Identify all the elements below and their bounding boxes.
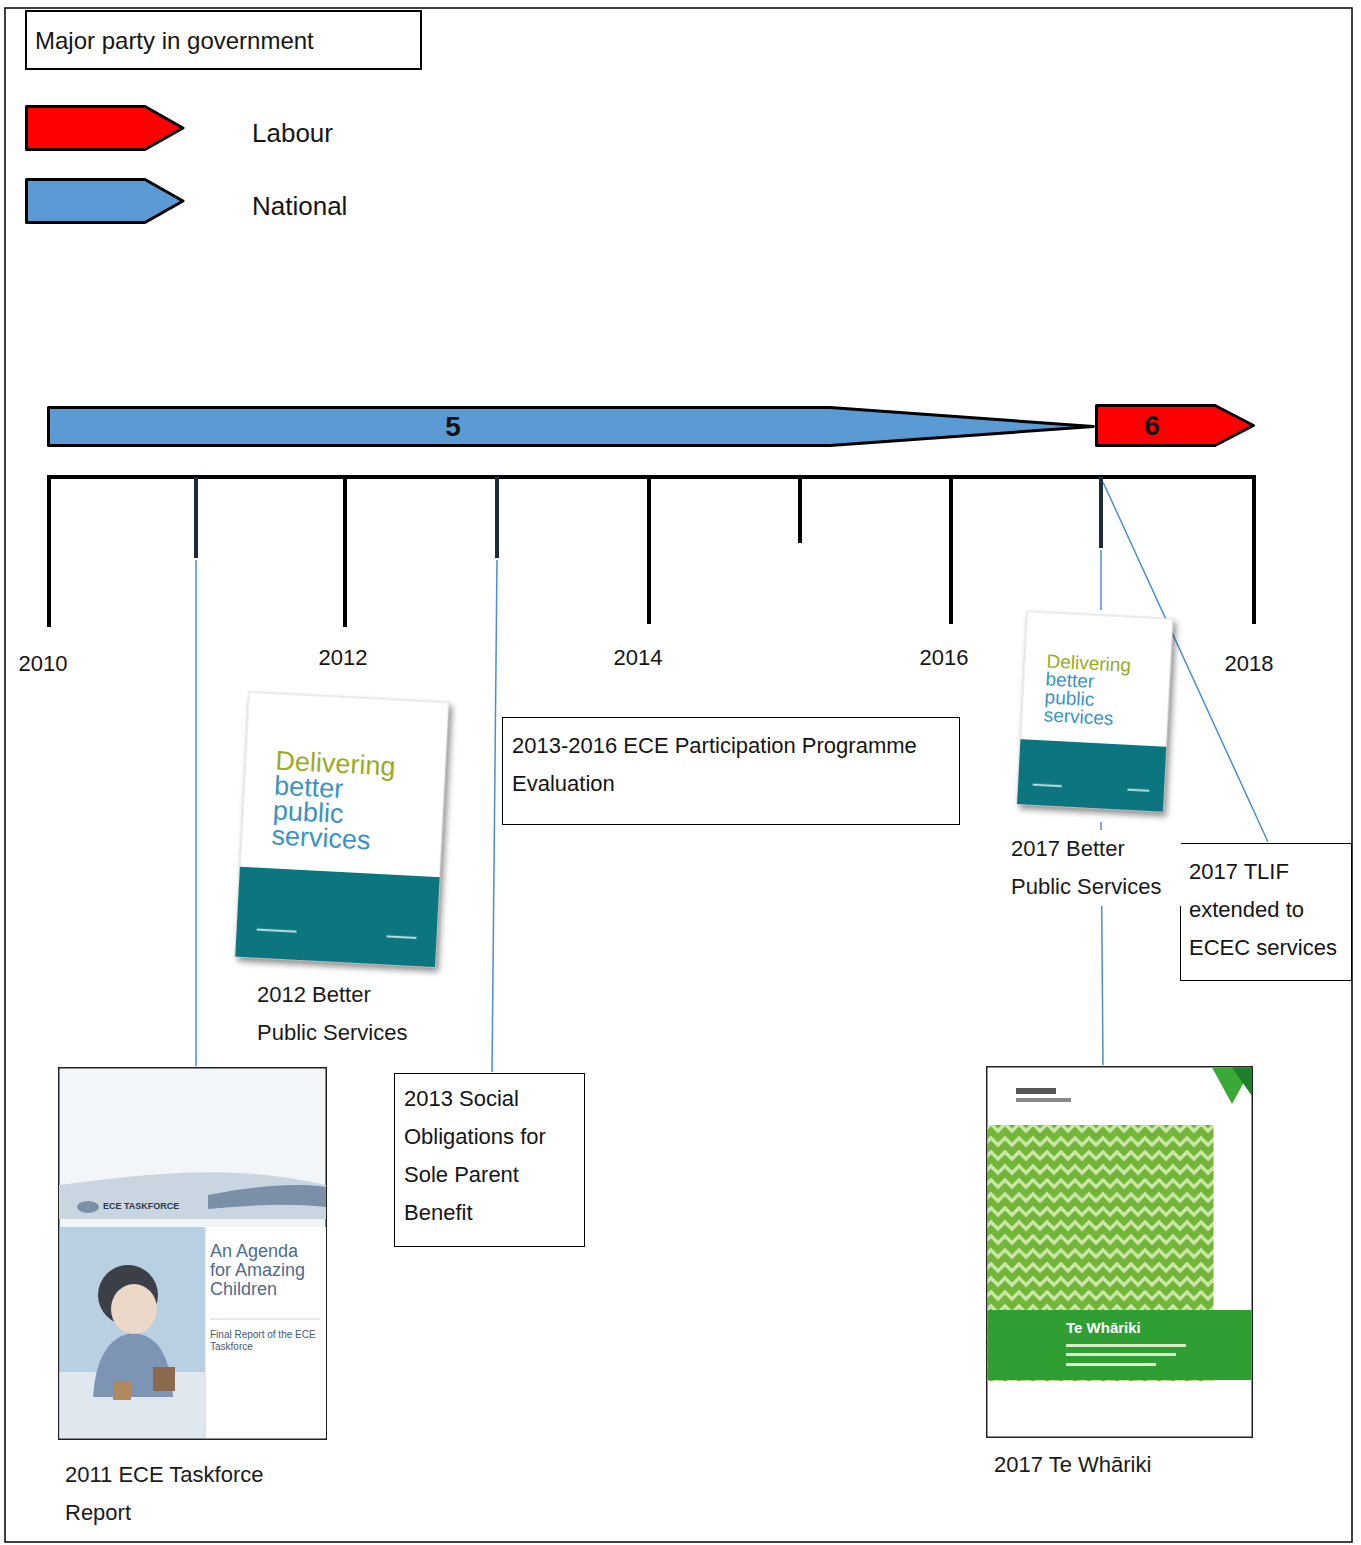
cover-corner <box>1232 1068 1252 1097</box>
arrow-body <box>1097 406 1254 446</box>
year-tick <box>798 477 802 543</box>
cover-title: Te Whāriki <box>1066 1319 1253 1337</box>
cover-title: Delivering better public services <box>271 748 411 855</box>
cover-logo <box>1016 1098 1071 1102</box>
cover-panel <box>205 1227 326 1438</box>
cover-logo <box>1016 1088 1056 1094</box>
legend-item: National <box>25 178 347 224</box>
policy-box: 2017 TLIF extended to ECEC services <box>1180 843 1352 981</box>
legend-label: National <box>252 181 347 221</box>
term-number: 5 <box>433 406 473 447</box>
cover-wing <box>208 1185 326 1209</box>
year-label: 2010 <box>0 650 88 678</box>
year-tick <box>1252 477 1256 624</box>
cover-page <box>235 692 449 967</box>
cover-caption: 2017 Te Whāriki <box>994 1446 1234 1484</box>
cover-illustration <box>986 1066 1253 1438</box>
toy-block <box>113 1382 131 1400</box>
toy-block <box>153 1367 175 1391</box>
cover-band <box>235 867 439 967</box>
cover-logo-text: ECE TASKFORCE <box>103 1201 327 1212</box>
year-tick <box>194 477 198 558</box>
year-tick <box>47 477 51 627</box>
cover-corner <box>1212 1068 1252 1105</box>
cover-title: Delivering better public services <box>1043 652 1143 729</box>
cover-frame: Te Whāriki <box>986 1066 1253 1438</box>
cover-page <box>1017 611 1173 811</box>
legend-label: Labour <box>252 108 333 148</box>
cover-mark <box>1066 1363 1156 1366</box>
cover-page <box>59 1068 327 1440</box>
cover-subtitle: Final Report of the ECE Taskforce <box>210 1329 320 1353</box>
report-cover: Te Whāriki 2017 Te Whāriki <box>986 1066 1253 1484</box>
year-label: 2014 <box>593 644 683 672</box>
cover-mark <box>1127 789 1149 792</box>
cover-mark <box>1066 1353 1176 1356</box>
cover-frame: Delivering better public services <box>235 692 449 967</box>
cover-caption: 2017 Better Public Services <box>1011 830 1181 906</box>
year-tick <box>1099 477 1103 548</box>
report-cover: Delivering better public services 2012 Be… <box>242 697 447 1052</box>
cover-frame: ECE TASKFORCE An Agenda for Amazing Child… <box>58 1067 327 1440</box>
cover-mark <box>257 929 297 933</box>
legend-heading-box: Major party in government <box>25 10 422 70</box>
policy-box: 2013-2016 ECE Participation Programme Ev… <box>502 717 960 825</box>
legend-item: Labour <box>25 105 333 151</box>
cover-frame: Delivering better public services <box>1017 611 1173 811</box>
cover-band <box>1017 739 1166 812</box>
leader-line <box>195 560 197 1066</box>
year-label: 2012 <box>298 644 388 672</box>
arrow-shape <box>1095 404 1255 447</box>
legend-swatch <box>27 107 184 150</box>
timeline-axis <box>47 475 1256 479</box>
year-tick <box>343 477 347 627</box>
cover-caption: 2011 ECE Taskforce Report <box>65 1456 295 1532</box>
arrow-shape <box>47 406 1095 447</box>
legend-heading: Major party in government <box>35 24 412 58</box>
cover-logo <box>77 1201 99 1213</box>
policy-text: 2013 Social Obligations for Sole Parent … <box>404 1080 575 1232</box>
cover-mark <box>386 935 416 939</box>
policy-text: 2013-2016 ECE Participation Programme Ev… <box>512 727 950 803</box>
report-cover: ECE TASKFORCE An Agenda for Amazing Child… <box>58 1067 327 1532</box>
term-number: 6 <box>1132 404 1172 447</box>
leader-line <box>492 560 497 1072</box>
cover-mark <box>1066 1344 1186 1347</box>
panel-rule <box>210 1319 320 1320</box>
cover-photo <box>60 1227 206 1438</box>
child-face <box>111 1284 157 1334</box>
panel-rule <box>205 1227 206 1438</box>
policy-box: 2013 Social Obligations for Sole Parent … <box>394 1073 585 1247</box>
outer-frame <box>5 8 1352 1542</box>
legend-swatch-svg <box>25 178 185 224</box>
cover-title: An Agenda for Amazing Children <box>210 1242 322 1299</box>
legend-swatch <box>27 180 184 223</box>
legend-swatch-svg <box>25 105 185 151</box>
report-cover: Delivering better public services 2017 Be… <box>1011 615 1186 906</box>
year-tick <box>949 477 953 624</box>
cover-page <box>987 1067 1253 1438</box>
year-label: 2018 <box>1204 650 1294 678</box>
policy-text: 2017 TLIF extended to ECEC services <box>1189 853 1343 967</box>
government-term-arrow: 6 <box>1095 404 1255 447</box>
year-tick <box>495 477 499 558</box>
year-tick <box>647 477 651 624</box>
leader-line <box>1100 550 1102 610</box>
government-term-arrow: 5 <box>47 406 1095 447</box>
cover-swoosh <box>59 1172 326 1219</box>
year-label: 2016 <box>899 644 989 672</box>
cover-caption: 2012 Better Public Services <box>257 976 427 1052</box>
arrow-body <box>49 408 1094 446</box>
cover-mark <box>1033 784 1062 788</box>
